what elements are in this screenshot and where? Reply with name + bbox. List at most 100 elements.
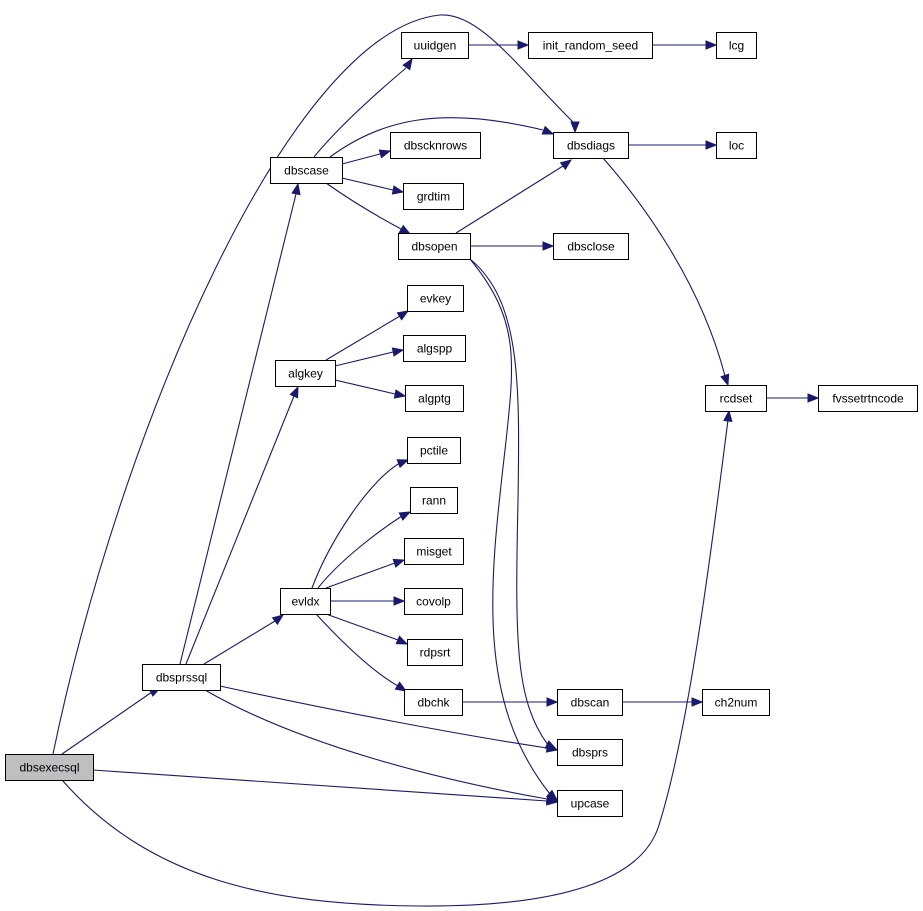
- edge-dbscase-to-dbsdiags: [329, 117, 555, 158]
- edge-line: [469, 258, 549, 746]
- node-label: misget: [416, 545, 452, 559]
- node-box[interactable]: [404, 689, 463, 716]
- node-dbsopen[interactable]: dbsopen: [398, 233, 471, 260]
- edge-dbsprssql-to-dbscase: [179, 182, 301, 665]
- edge-dbchk-to-dbscan: [462, 697, 559, 707]
- node-box[interactable]: [557, 689, 623, 716]
- node-uuidgen[interactable]: uuidgen: [401, 32, 469, 59]
- node-box[interactable]: [407, 285, 464, 312]
- edge-dbsdiags-to-rcdset: [602, 157, 730, 387]
- edge-line: [325, 182, 402, 230]
- node-box[interactable]: [702, 689, 770, 716]
- node-dbscan[interactable]: dbscan: [557, 689, 623, 716]
- node-ch2num[interactable]: ch2num: [702, 689, 770, 716]
- edge-init_random_seed-to-lcg: [652, 40, 718, 50]
- node-box[interactable]: [404, 538, 464, 565]
- edge-dbsexecsql-to-rcdset: [61, 409, 733, 907]
- node-label: dbsprs: [572, 746, 608, 760]
- edge-algkey-to-evkey: [325, 310, 410, 361]
- node-init_random_seed[interactable]: init_random_seed: [528, 32, 653, 59]
- node-box[interactable]: [553, 132, 629, 159]
- edge-evldx-to-dbchk: [315, 613, 408, 692]
- edge-line: [334, 351, 394, 367]
- edge-evldx-to-rann: [317, 511, 412, 589]
- node-label: pctile: [420, 444, 448, 458]
- node-algptg[interactable]: algptg: [405, 385, 464, 412]
- edge-dbscase-to-uuidgen: [313, 57, 413, 158]
- edge-line: [92, 769, 548, 802]
- node-rcdset[interactable]: rcdset: [705, 385, 767, 412]
- node-box[interactable]: [5, 754, 94, 781]
- node-box[interactable]: [270, 157, 343, 184]
- edges-layer: [52, 14, 820, 907]
- node-loc[interactable]: loc: [716, 132, 757, 159]
- node-box[interactable]: [407, 437, 461, 464]
- node-label: fvssetrtncode: [832, 392, 904, 406]
- node-box[interactable]: [557, 790, 623, 817]
- node-box[interactable]: [716, 132, 757, 159]
- node-rdpsrt[interactable]: rdpsrt: [407, 639, 463, 666]
- edge-line: [315, 613, 399, 687]
- arrowhead-icon: [289, 385, 299, 399]
- node-box[interactable]: [716, 32, 757, 59]
- node-upcase[interactable]: upcase: [557, 790, 623, 817]
- node-dbsclose[interactable]: dbsclose: [553, 233, 629, 260]
- node-dbsdiags[interactable]: dbsdiags: [553, 132, 629, 159]
- node-box[interactable]: [401, 32, 469, 59]
- node-dbsexecsql[interactable]: dbsexecsql: [5, 754, 94, 781]
- node-label: algspp: [417, 342, 453, 356]
- node-box[interactable]: [705, 385, 767, 412]
- edge-evldx-to-covolp: [330, 596, 406, 606]
- edge-line: [52, 14, 576, 755]
- node-box[interactable]: [557, 739, 623, 766]
- node-label: upcase: [571, 797, 610, 811]
- node-box[interactable]: [405, 385, 464, 412]
- edge-line: [602, 157, 726, 377]
- edge-algkey-to-algspp: [334, 347, 405, 367]
- node-dbsprssql[interactable]: dbsprssql: [142, 664, 221, 691]
- node-box[interactable]: [280, 588, 331, 615]
- node-fvssetrtncode[interactable]: fvssetrtncode: [818, 385, 918, 412]
- node-box[interactable]: [404, 588, 463, 615]
- arrowhead-icon: [271, 614, 285, 626]
- edge-dbsprssql-to-dbsprs: [219, 685, 559, 753]
- node-box[interactable]: [410, 487, 458, 514]
- node-box[interactable]: [275, 360, 336, 387]
- node-dbscase[interactable]: dbscase: [270, 157, 343, 184]
- edge-algkey-to-algptg: [334, 379, 407, 399]
- node-grdtim[interactable]: grdtim: [403, 183, 464, 210]
- edge-line: [341, 177, 394, 191]
- node-box[interactable]: [403, 335, 466, 362]
- node-rann[interactable]: rann: [410, 487, 458, 514]
- node-box[interactable]: [818, 385, 918, 412]
- node-box[interactable]: [407, 639, 463, 666]
- edge-dbscase-to-dbscknrows: [341, 149, 392, 165]
- node-covolp[interactable]: covolp: [404, 588, 463, 615]
- node-pctile[interactable]: pctile: [407, 437, 461, 464]
- arrowhead-icon: [398, 511, 412, 521]
- node-algspp[interactable]: algspp: [403, 335, 466, 362]
- node-evldx[interactable]: evldx: [280, 588, 331, 615]
- edge-dbsopen-to-dbsdiags: [455, 159, 573, 234]
- node-misget[interactable]: misget: [404, 538, 464, 565]
- node-algkey[interactable]: algkey: [275, 360, 336, 387]
- node-evkey[interactable]: evkey: [407, 285, 464, 312]
- arrowhead-icon: [705, 140, 718, 150]
- node-box[interactable]: [528, 32, 653, 59]
- node-dbchk[interactable]: dbchk: [404, 689, 463, 716]
- node-dbsprs[interactable]: dbsprs: [557, 739, 623, 766]
- edge-line: [455, 165, 564, 234]
- node-box[interactable]: [390, 132, 481, 159]
- node-label: rann: [422, 494, 446, 508]
- arrowhead-icon: [291, 182, 301, 196]
- node-label: uuidgen: [414, 39, 457, 53]
- node-box[interactable]: [403, 183, 464, 210]
- node-dbscknrows[interactable]: dbscknrows: [390, 132, 481, 159]
- edge-dbsexecsql-to-dbsprssql: [61, 687, 162, 755]
- node-label: dbscan: [571, 696, 610, 710]
- node-label: algptg: [418, 392, 451, 406]
- node-box[interactable]: [142, 664, 221, 691]
- node-box[interactable]: [398, 233, 471, 260]
- node-lcg[interactable]: lcg: [716, 32, 757, 59]
- node-box[interactable]: [553, 233, 629, 260]
